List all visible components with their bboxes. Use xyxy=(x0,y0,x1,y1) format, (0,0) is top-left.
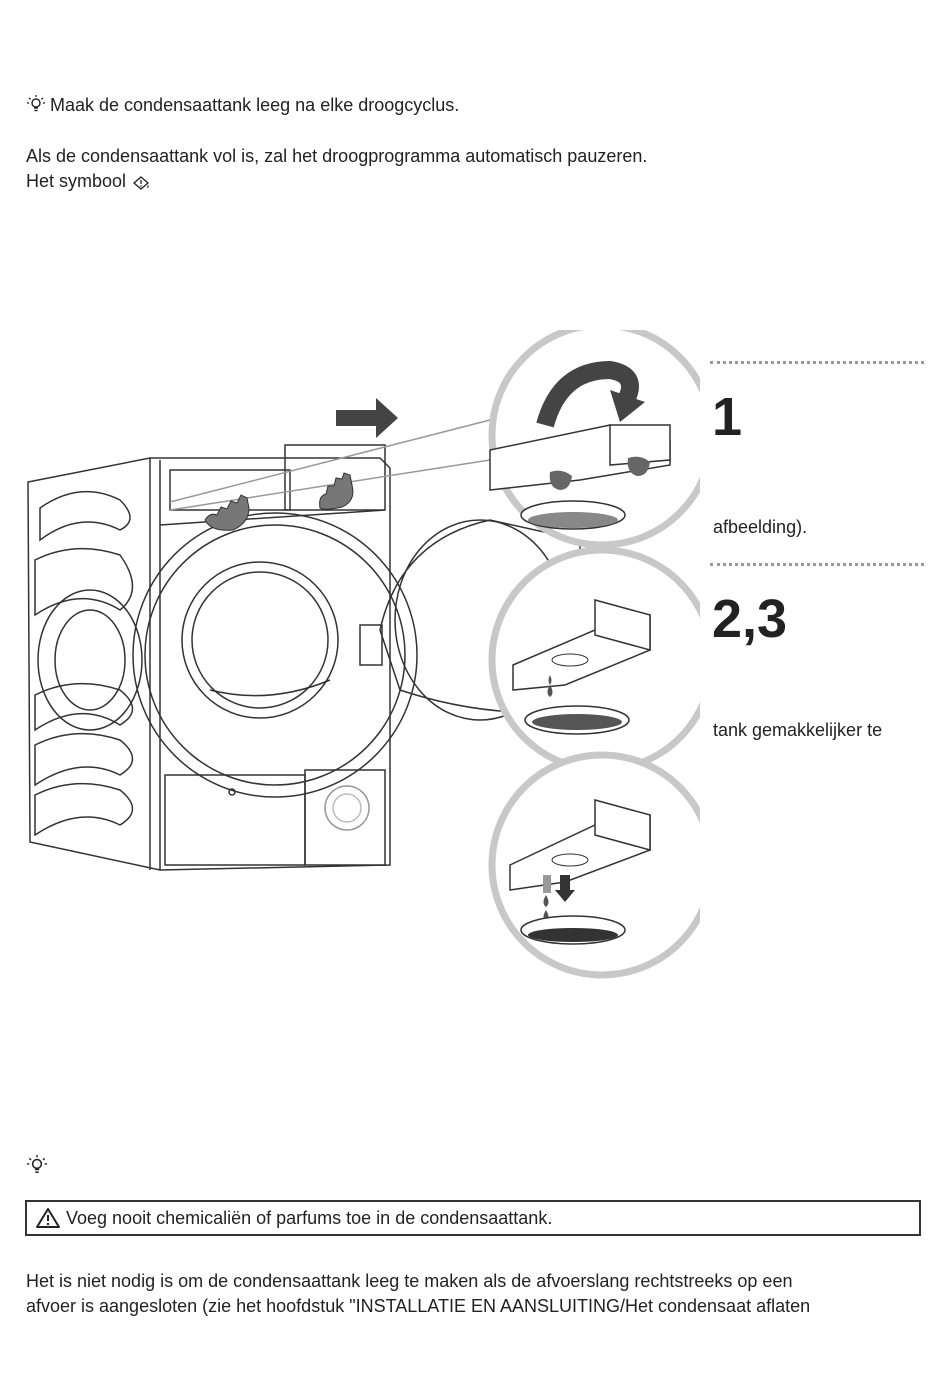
tip-top: Maak de condensaattank leeg na elke droo… xyxy=(26,94,459,116)
paragraph-line-2-text: Het symbool xyxy=(26,171,127,191)
step1-number: 1 xyxy=(712,387,743,447)
step2-circle xyxy=(488,546,700,774)
step3-circle xyxy=(488,751,700,979)
step23-number: 2,3 xyxy=(712,589,788,649)
step1-circle xyxy=(488,330,700,549)
warning-box: Voeg nooit chemicaliën of parfums toe in… xyxy=(25,1200,921,1236)
warning-text: Voeg nooit chemicaliën of parfums toe in… xyxy=(66,1208,553,1228)
step1-divider xyxy=(710,361,924,364)
paragraph-line-1: Als de condensaattank vol is, zal het dr… xyxy=(26,146,648,166)
warning-triangle-icon xyxy=(36,1208,60,1228)
right-arrow-icon xyxy=(336,398,398,438)
paragraph-line-2: Het symbool xyxy=(26,170,153,192)
bottom-line-1: Het is niet nodig is om de condensaattan… xyxy=(26,1271,793,1291)
tank-full-icon xyxy=(133,176,150,190)
step1-text: afbeelding). xyxy=(713,517,808,537)
bottom-line-2: afvoer is aangesloten (zie het hoofdstuk… xyxy=(26,1296,811,1316)
lightbulb-icon xyxy=(27,1155,47,1173)
dryer-illustration xyxy=(27,330,700,979)
step23-divider xyxy=(710,563,924,566)
lightbulb-icon xyxy=(27,95,45,112)
tip-top-text: Maak de condensaattank leeg na elke droo… xyxy=(50,95,460,115)
step23-text: tank gemakkelijker te xyxy=(713,720,883,740)
